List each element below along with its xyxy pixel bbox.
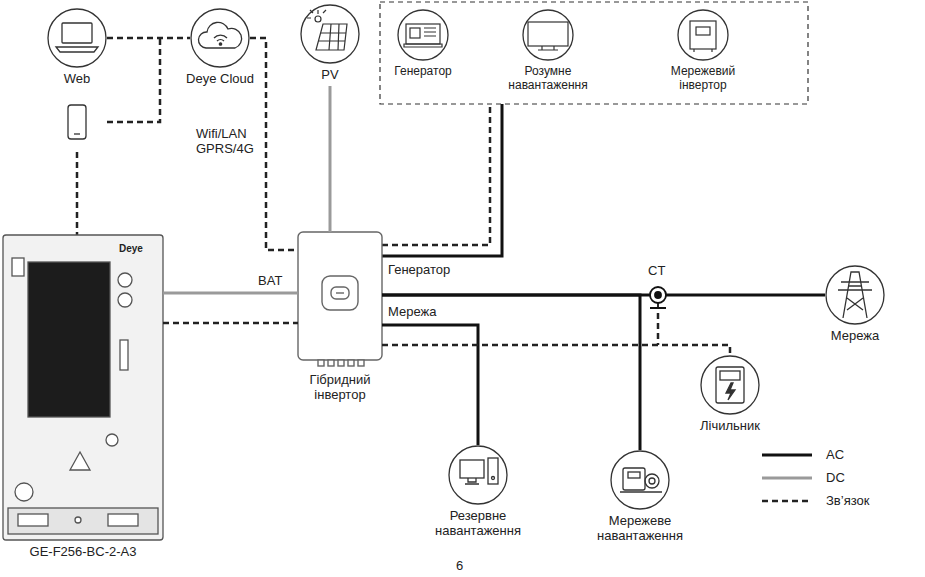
node-circle xyxy=(522,9,574,61)
tv-icon xyxy=(528,22,568,50)
node-label: Web xyxy=(47,71,107,86)
generator-node: Генератор xyxy=(397,9,449,61)
device-group-frame xyxy=(380,2,808,104)
node-circle xyxy=(700,355,760,415)
cloud-node: Deye Cloud xyxy=(190,8,250,68)
dc-connector xyxy=(329,86,332,232)
backup-load-node: Резервне навантаження xyxy=(448,445,508,505)
node-circle xyxy=(448,445,508,505)
battery-cabinet-node: DeyeGE-F256-BC-2-A3 xyxy=(3,235,163,540)
node-circle xyxy=(397,9,449,61)
ac-wire xyxy=(382,104,502,256)
node-label: Мережеве навантаження xyxy=(585,513,695,543)
node-circle xyxy=(190,8,250,68)
com-connector xyxy=(163,322,298,325)
node-circle xyxy=(677,9,729,61)
phone-icon xyxy=(68,105,86,139)
com-connector xyxy=(382,345,730,355)
node-label: Лічильник xyxy=(685,418,775,433)
ct-label: CT xyxy=(648,263,678,278)
legend-text: Зв’язок xyxy=(826,493,869,508)
dc-connector xyxy=(163,292,298,295)
node-label: Гібридний інвертор xyxy=(290,372,390,402)
port-label: BAT xyxy=(258,273,292,288)
node-label: PV xyxy=(300,67,360,82)
node-label: Мережевий інвертор xyxy=(653,64,753,92)
web-node: Web xyxy=(47,8,107,68)
node-circle xyxy=(610,450,670,510)
battery-cabinet xyxy=(3,235,163,540)
legend xyxy=(762,455,812,501)
pv-node: PV xyxy=(300,4,360,64)
node-circle xyxy=(300,4,360,64)
node-label: Deye Cloud xyxy=(175,71,265,86)
node-label: Розумне навантаження xyxy=(493,64,603,92)
hybrid-inverter-body xyxy=(298,232,382,366)
grid-node: Мережа xyxy=(825,265,885,325)
link-label: Wifi/LAN GPRS/4G xyxy=(196,126,260,156)
legend-sample xyxy=(762,454,812,457)
brand-text: Deye xyxy=(119,243,159,255)
smart-load-node: Розумне навантаження xyxy=(522,9,574,61)
legend-text: AC xyxy=(826,447,844,462)
meter-node: Лічильник xyxy=(700,355,760,415)
node-circle xyxy=(825,265,885,325)
ac-connector xyxy=(382,325,478,445)
laptop-icon xyxy=(56,23,98,52)
grid-inverter-icon xyxy=(690,21,716,52)
com-connector xyxy=(250,38,298,250)
port-label: Мережа xyxy=(388,304,468,319)
meter-icon xyxy=(716,367,744,403)
ct-symbol xyxy=(650,287,666,308)
com-connector xyxy=(107,37,190,40)
port-label: Генератор xyxy=(388,262,478,277)
machine-icon xyxy=(620,468,662,492)
node-label: Резервне навантаження xyxy=(423,508,533,538)
node-circle xyxy=(47,8,107,68)
grid-inverter-node: Мережевий інвертор xyxy=(677,9,729,61)
solar-panel-icon xyxy=(307,10,347,50)
node-label: Мережа xyxy=(815,328,895,343)
legend-sample xyxy=(762,477,812,480)
legend-sample xyxy=(762,500,812,503)
legend-text: DC xyxy=(826,470,845,485)
node-label: Генератор xyxy=(378,64,468,78)
computer-icon xyxy=(460,458,498,484)
generator-icon xyxy=(404,24,442,47)
node-label: GE-F256-BC-2-A3 xyxy=(3,544,163,559)
tower-icon xyxy=(838,272,872,318)
grid-load-node: Мережеве навантаження xyxy=(610,450,670,510)
ac-connector xyxy=(382,295,640,450)
hybrid-inverter-node: Гібридний інвертор xyxy=(298,232,382,360)
cloud-icon xyxy=(198,22,241,48)
page-number: 6 xyxy=(456,558,476,573)
